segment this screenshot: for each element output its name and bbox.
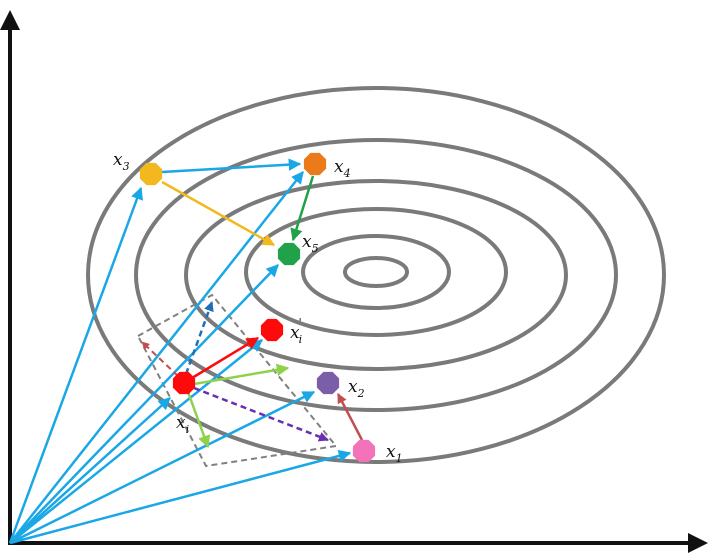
- label-x2: x2: [348, 377, 365, 400]
- contour-ring-2: [134, 138, 618, 412]
- vector-x3-to-x5: [161, 180, 276, 247]
- vector-x1-to-x2: [336, 393, 364, 441]
- point-x1: [352, 439, 376, 463]
- search-region-dashed: [136, 293, 338, 468]
- label-xi-prime: x'i: [290, 316, 302, 346]
- point-x4: [303, 152, 327, 176]
- point-xi-prime: [260, 318, 284, 342]
- vector-x3-to-x4: [161, 158, 302, 174]
- label-x1: x1: [386, 442, 403, 465]
- contour-ring-6: [343, 256, 409, 288]
- point-x2: [316, 371, 340, 395]
- label-x5: x5: [302, 232, 319, 255]
- label-x4: x4: [334, 157, 351, 180]
- vector-xi-light-green-down: [186, 391, 211, 449]
- vector-to-x4: [9, 171, 304, 544]
- vector-xi-dashed-brown: [141, 341, 179, 377]
- contour-ring-5: [301, 234, 451, 310]
- vector-to-x1: [9, 449, 352, 545]
- point-x5: [277, 242, 301, 266]
- point-x3: [139, 162, 163, 186]
- contour-ring-4: [244, 207, 508, 337]
- point-xi: [172, 371, 196, 395]
- vector-to-xi: [9, 397, 171, 544]
- contour-ring-3: [184, 179, 568, 371]
- label-x3: x3: [113, 150, 130, 173]
- vector-x4-to-x5: [290, 175, 315, 242]
- vector-to-x3: [8, 186, 143, 544]
- vector-to-xi-prime: [9, 339, 263, 544]
- vector-xi-to-xi-prime: [191, 336, 260, 380]
- contour-lines: [86, 86, 666, 464]
- vector-to-x2: [9, 390, 316, 545]
- label-xi: xi: [176, 413, 189, 436]
- points: [139, 152, 376, 463]
- origin-vectors: [8, 158, 352, 545]
- vector-xi-dashed-blue: [184, 301, 214, 375]
- vector-xi-light-green-right: [193, 363, 290, 386]
- vector-xi-dashed-purple: [193, 386, 329, 442]
- contour-ring-1: [86, 86, 666, 464]
- vector-to-x5: [9, 264, 279, 544]
